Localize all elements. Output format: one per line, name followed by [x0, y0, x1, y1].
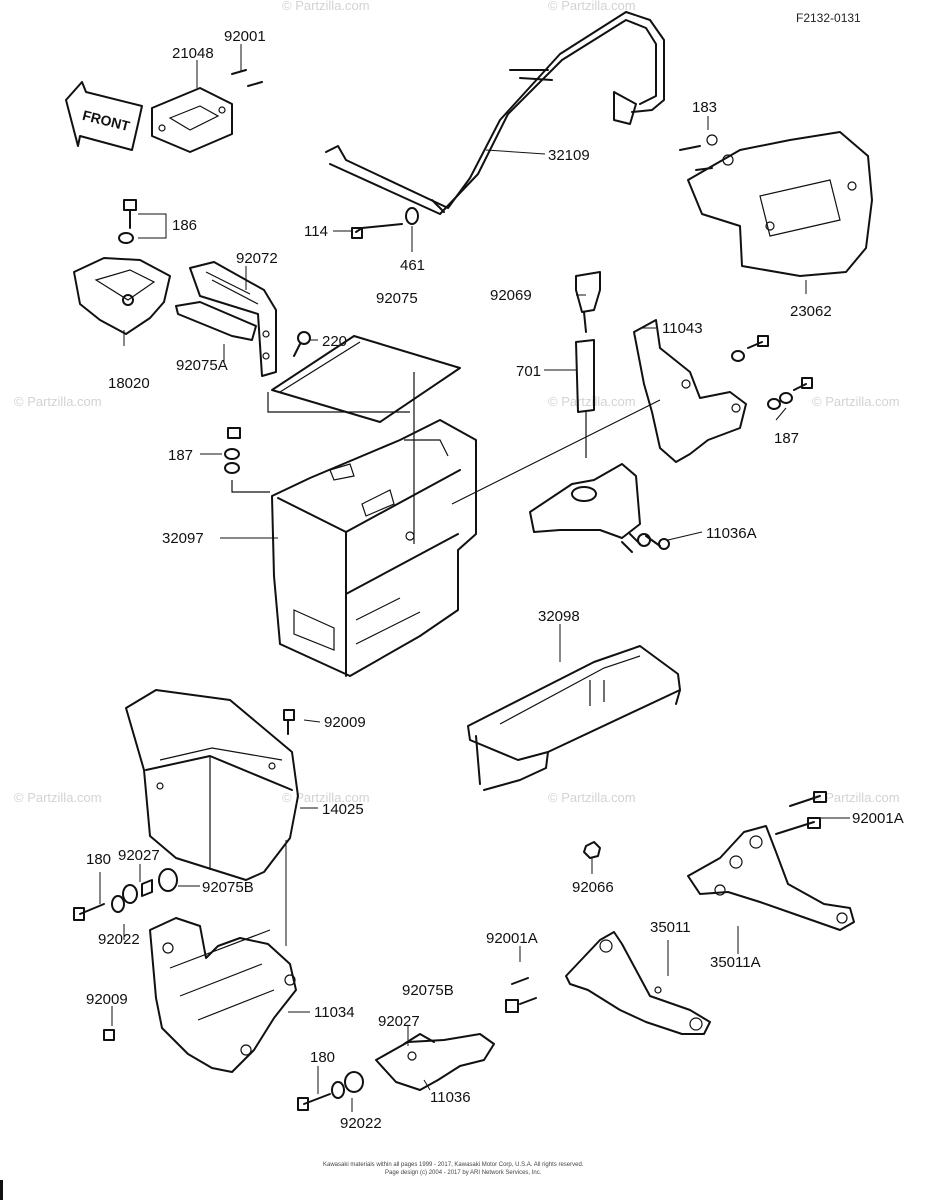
part-label: 92075B — [202, 879, 254, 896]
watermarks: © Partzilla.com © Partzilla.com © Partzi… — [14, 0, 900, 805]
part-label: 11034 — [314, 1004, 355, 1021]
bolt-186-icon — [118, 199, 137, 244]
battery-case-32097-icon — [271, 419, 477, 677]
bracket-11043-icon — [633, 319, 769, 463]
bolt-187b-icon — [767, 377, 813, 410]
part-label: 92027 — [378, 1013, 420, 1030]
watermark: © Partzilla.com — [14, 394, 102, 409]
part-label: 187 — [168, 447, 193, 464]
part-label: 92066 — [572, 879, 614, 896]
copyright-line: Kawasaki materials within all pages 1999… — [323, 1162, 584, 1168]
part-label: 92001A — [486, 930, 538, 947]
bracket-11034-icon — [149, 917, 297, 1073]
part-label: 186 — [172, 217, 197, 234]
part-label: 32097 — [162, 530, 204, 547]
bolt-180-icon — [73, 868, 178, 921]
part-label: 92009 — [86, 991, 128, 1008]
nut-92066-icon — [583, 841, 601, 859]
part-label: 183 — [692, 99, 717, 116]
watermark: © Partzilla.com — [548, 790, 636, 805]
plate-21048-icon — [151, 69, 263, 153]
edge-mark — [0, 1180, 3, 1200]
part-label: 180 — [310, 1049, 335, 1066]
watermark: © Partzilla.com — [548, 394, 636, 409]
part-label: 92075B — [402, 982, 454, 999]
watermark: © Partzilla.com — [282, 0, 370, 13]
part-label: 92072 — [236, 250, 278, 267]
part-label: 92001A — [852, 810, 904, 827]
bracket-11036A-icon — [529, 463, 670, 553]
part-label: 18020 — [108, 375, 150, 392]
rod-701-icon — [575, 339, 595, 458]
bolt-187-icon — [224, 427, 241, 474]
watermark: © Partzilla.com — [282, 790, 370, 805]
part-label: 11036 — [430, 1089, 471, 1106]
diagram-ref: F2132-0131 — [796, 11, 861, 25]
part-label: 21048 — [172, 45, 214, 62]
cover-18020-icon — [73, 257, 171, 335]
screw-220-icon — [293, 331, 311, 357]
bracket-23062-icon — [679, 131, 873, 277]
tray-32098-icon — [467, 645, 681, 791]
part-label: 92075 — [376, 290, 418, 307]
part-label: 23062 — [790, 303, 832, 320]
part-label: 92022 — [340, 1115, 382, 1132]
pad-92075-icon — [271, 335, 461, 423]
bracket-35011-icon — [505, 931, 711, 1035]
watermark: © Partzilla.com — [14, 790, 102, 805]
bracket-92072-icon — [189, 261, 277, 377]
screw-92009-icon — [283, 709, 295, 735]
part-label: 92027 — [118, 847, 160, 864]
front-label: FRONT — [81, 107, 132, 134]
part-label: 35011 — [650, 919, 691, 936]
part-label: 701 — [516, 363, 541, 380]
bracket-35011A-icon — [687, 791, 855, 931]
bolt-114-icon — [351, 223, 403, 239]
leader-lines — [99, 44, 850, 1112]
part-label: 461 — [400, 257, 425, 274]
part-label: 92001 — [224, 28, 266, 45]
part-label: 92075A — [176, 357, 228, 374]
washer-461-icon — [405, 207, 419, 225]
watermark: © Partzilla.com — [812, 394, 900, 409]
part-label: 32098 — [538, 608, 580, 625]
screw-92009b-icon — [103, 1029, 115, 1041]
part-label: 32109 — [548, 147, 590, 164]
bracket-11036-icon — [375, 1033, 495, 1091]
watermark: © Partzilla.com — [812, 790, 900, 805]
part-label: 187 — [774, 430, 799, 447]
copyright-line: Page design (c) 2004 - 2017 by ARI Netwo… — [385, 1170, 542, 1176]
bar-32109-icon — [325, 11, 665, 215]
part-label: 114 — [304, 223, 328, 240]
part-label: 92069 — [490, 287, 532, 304]
part-labels: 92001 21048 32109 183 186 114 461 92072 … — [86, 28, 904, 1132]
watermark: © Partzilla.com — [548, 0, 636, 13]
part-label: 220 — [322, 333, 347, 350]
part-label: 180 — [86, 851, 111, 868]
box-14025-icon — [125, 689, 299, 881]
part-label: 14025 — [322, 801, 364, 818]
part-label: 92009 — [324, 714, 366, 731]
part-label: 11036A — [706, 525, 757, 542]
cap-92069-icon — [575, 271, 601, 333]
pad-92075A-icon — [175, 301, 257, 341]
bolt-180b-icon — [297, 1071, 364, 1111]
front-arrow-icon: FRONT — [65, 81, 143, 151]
part-label: 11043 — [662, 320, 703, 337]
part-label: 92022 — [98, 931, 140, 948]
part-label: 35011A — [710, 954, 761, 971]
